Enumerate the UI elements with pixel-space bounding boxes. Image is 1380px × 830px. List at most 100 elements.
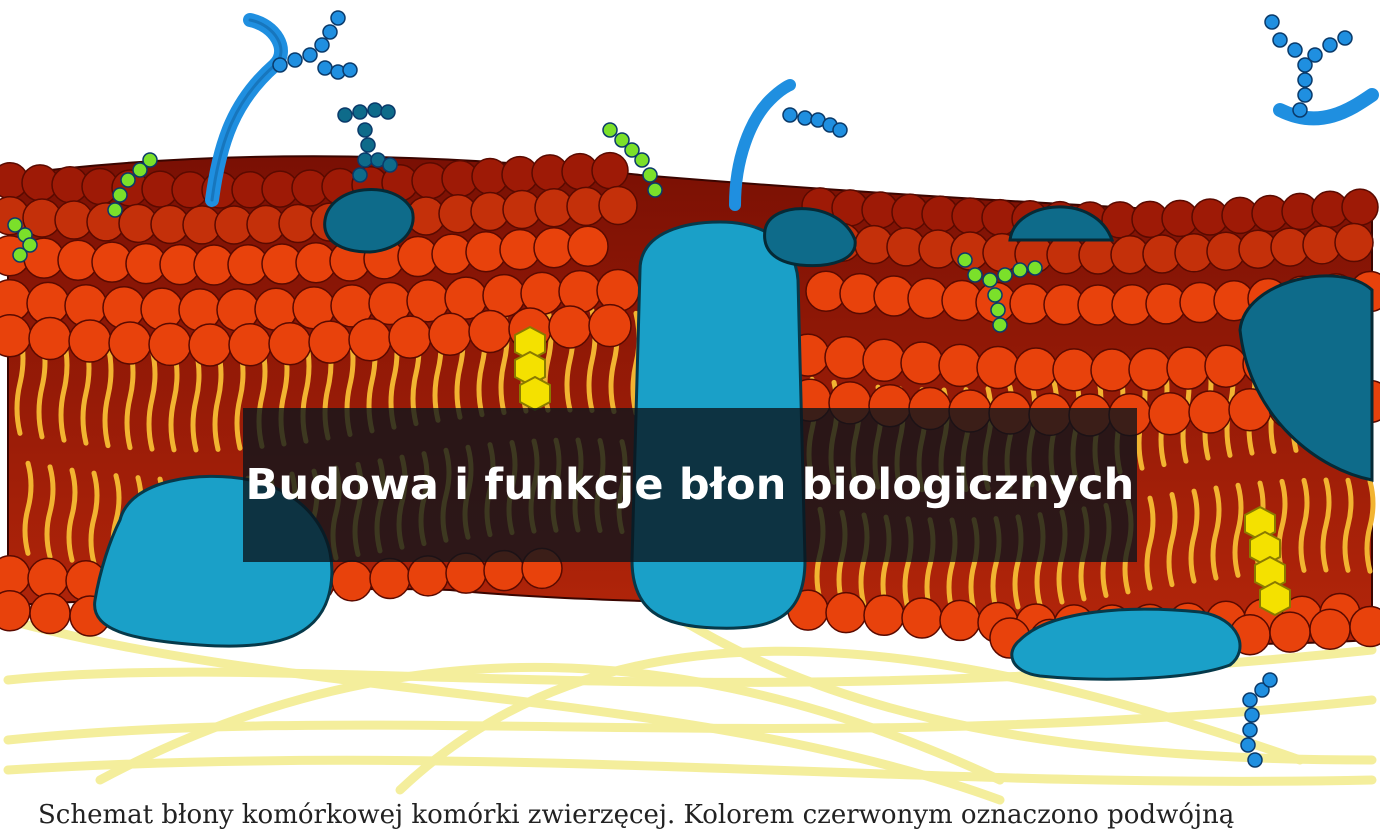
sugar-bead bbox=[1298, 88, 1312, 102]
sugar-bead bbox=[381, 105, 395, 119]
phospholipid-head bbox=[189, 324, 231, 366]
sugar-bead bbox=[1265, 15, 1279, 29]
phospholipid-head bbox=[370, 558, 410, 598]
sugar-bead bbox=[648, 183, 662, 197]
sugar-bead bbox=[1293, 103, 1307, 117]
phospholipid-head bbox=[1015, 348, 1057, 390]
phospholipid-head bbox=[864, 595, 904, 635]
sugar-bead bbox=[288, 53, 302, 67]
sugar-bead bbox=[643, 168, 657, 182]
title-banner: Budowa i funkcje błon biologicznych bbox=[243, 408, 1137, 562]
phospholipid-head bbox=[592, 153, 628, 189]
sugar-bead bbox=[635, 153, 649, 167]
phospholipid-head bbox=[977, 346, 1019, 388]
sugar-bead bbox=[968, 268, 982, 282]
sugar-bead bbox=[1243, 723, 1257, 737]
phospholipid-head bbox=[30, 593, 70, 633]
phospholipid-head bbox=[1310, 609, 1350, 649]
sugar-bead bbox=[353, 105, 367, 119]
phospholipid-head bbox=[1342, 189, 1378, 225]
phospholipid-head bbox=[549, 306, 591, 348]
phospholipid-head bbox=[429, 313, 471, 355]
sugar-bead bbox=[331, 11, 345, 25]
sugar-bead bbox=[318, 61, 332, 75]
phospholipid-head bbox=[589, 305, 631, 347]
sugar-bead bbox=[133, 163, 147, 177]
phospholipid-head bbox=[825, 337, 867, 379]
sugar-bead bbox=[1028, 261, 1042, 275]
sugar-bead bbox=[315, 38, 329, 52]
sugar-bead bbox=[353, 168, 367, 182]
sugar-bead bbox=[1245, 708, 1259, 722]
sugar-bead bbox=[991, 303, 1005, 317]
phospholipid-head bbox=[939, 344, 981, 386]
sugar-bead bbox=[343, 63, 357, 77]
page-title: Budowa i funkcje błon biologicznych bbox=[245, 460, 1134, 510]
sugar-bead bbox=[833, 123, 847, 137]
phospholipid-head bbox=[1091, 349, 1133, 391]
phospholipid-head bbox=[902, 598, 942, 638]
phospholipid-head bbox=[149, 323, 191, 365]
sugar-bead bbox=[1338, 31, 1352, 45]
sugar-bead bbox=[993, 318, 1007, 332]
phospholipid-head bbox=[309, 321, 351, 363]
sugar-bead bbox=[1308, 48, 1322, 62]
phospholipid-head bbox=[1129, 348, 1171, 390]
sugar-bead bbox=[988, 288, 1002, 302]
sugar-bead bbox=[323, 25, 337, 39]
sugar-bead bbox=[121, 173, 135, 187]
image-caption: Schemat błony komórkowej komórki zwierzę… bbox=[38, 800, 1358, 830]
sugar-bead bbox=[303, 48, 317, 62]
sugar-bead bbox=[1273, 33, 1287, 47]
sugar-bead bbox=[783, 108, 797, 122]
sugar-bead bbox=[1288, 43, 1302, 57]
phospholipid-head bbox=[389, 316, 431, 358]
sugar-bead bbox=[13, 248, 27, 262]
sugar-bead bbox=[1323, 38, 1337, 52]
fiber bbox=[8, 760, 1372, 781]
sugar-bead bbox=[1013, 263, 1027, 277]
sugar-bead bbox=[1263, 673, 1277, 687]
sugar-bead bbox=[383, 158, 397, 172]
sugar-bead bbox=[998, 268, 1012, 282]
phospholipid-head bbox=[349, 319, 391, 361]
phospholipid-head bbox=[901, 342, 943, 384]
phospholipid-head bbox=[1167, 347, 1209, 389]
phospholipid-head bbox=[568, 226, 608, 266]
phospholipid-head bbox=[940, 600, 980, 640]
phospholipid-head bbox=[229, 324, 271, 366]
sugar-bead bbox=[361, 138, 375, 152]
sugar-bead bbox=[358, 153, 372, 167]
protein-top-left bbox=[325, 189, 413, 252]
phospholipid-head bbox=[1053, 349, 1095, 391]
sugar-bead bbox=[958, 253, 972, 267]
phospholipid-head bbox=[1189, 391, 1231, 433]
sugar-bead bbox=[1243, 693, 1257, 707]
sugar-bead bbox=[358, 123, 372, 137]
sugar-bead bbox=[273, 58, 287, 72]
phospholipid-head bbox=[826, 593, 866, 633]
sugar-bead bbox=[1298, 73, 1312, 87]
phospholipid-head bbox=[599, 186, 637, 224]
sugar-bead bbox=[113, 188, 127, 202]
phospholipid-head bbox=[28, 558, 68, 598]
sugar-bead bbox=[1248, 753, 1262, 767]
sugar-bead bbox=[108, 203, 122, 217]
sugar-bead bbox=[798, 111, 812, 125]
phospholipid-head bbox=[1205, 345, 1247, 387]
sugar-bead bbox=[338, 108, 352, 122]
phospholipid-head bbox=[863, 339, 905, 381]
phospholipid-head bbox=[469, 310, 511, 352]
phospholipid-head bbox=[332, 561, 372, 601]
phospholipid-head bbox=[29, 317, 71, 359]
sugar-bead bbox=[603, 123, 617, 137]
sugar-bead bbox=[1241, 738, 1255, 752]
phospholipid-head bbox=[109, 322, 151, 364]
sugar-bead bbox=[983, 273, 997, 287]
phospholipid-head bbox=[1149, 393, 1191, 435]
phospholipid-head bbox=[269, 323, 311, 365]
sugar-bead bbox=[368, 103, 382, 117]
phospholipid-head bbox=[1335, 224, 1373, 262]
phospholipid-head bbox=[69, 320, 111, 362]
phospholipid-head bbox=[1270, 612, 1310, 652]
